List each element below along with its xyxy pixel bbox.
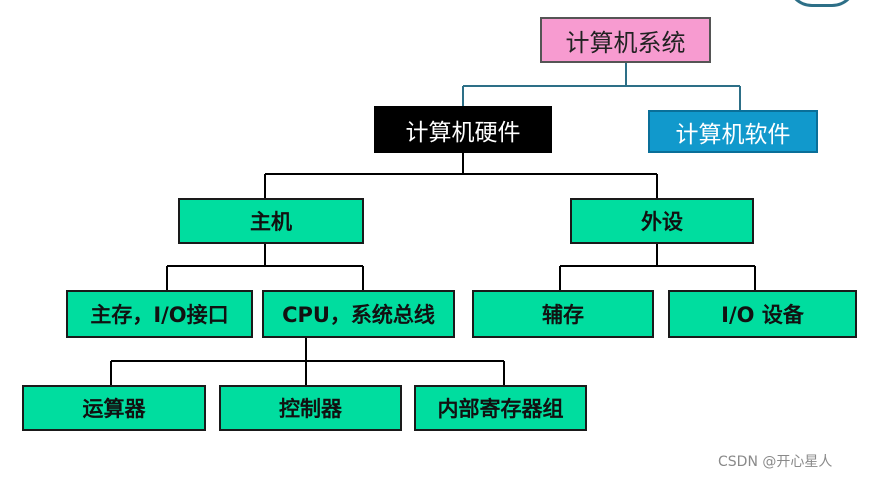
node-io-devices: I/O 设备: [668, 290, 857, 338]
node-computer-hardware: 计算机硬件: [374, 106, 552, 153]
node-cpu-bus: CPU，系统总线: [262, 290, 455, 338]
watermark: CSDN @开心星人: [718, 454, 833, 470]
node-computer-system: 计算机系统: [540, 17, 711, 63]
node-aux-storage: 辅存: [472, 290, 654, 338]
node-host: 主机: [178, 198, 364, 244]
node-peripheral: 外设: [570, 198, 754, 244]
node-controller: 控制器: [219, 385, 402, 431]
node-alu: 运算器: [22, 385, 206, 431]
node-mainmem-io: 主存，I/O接口: [66, 290, 253, 338]
node-computer-software: 计算机软件: [648, 110, 818, 153]
node-registers: 内部寄存器组: [414, 385, 587, 431]
